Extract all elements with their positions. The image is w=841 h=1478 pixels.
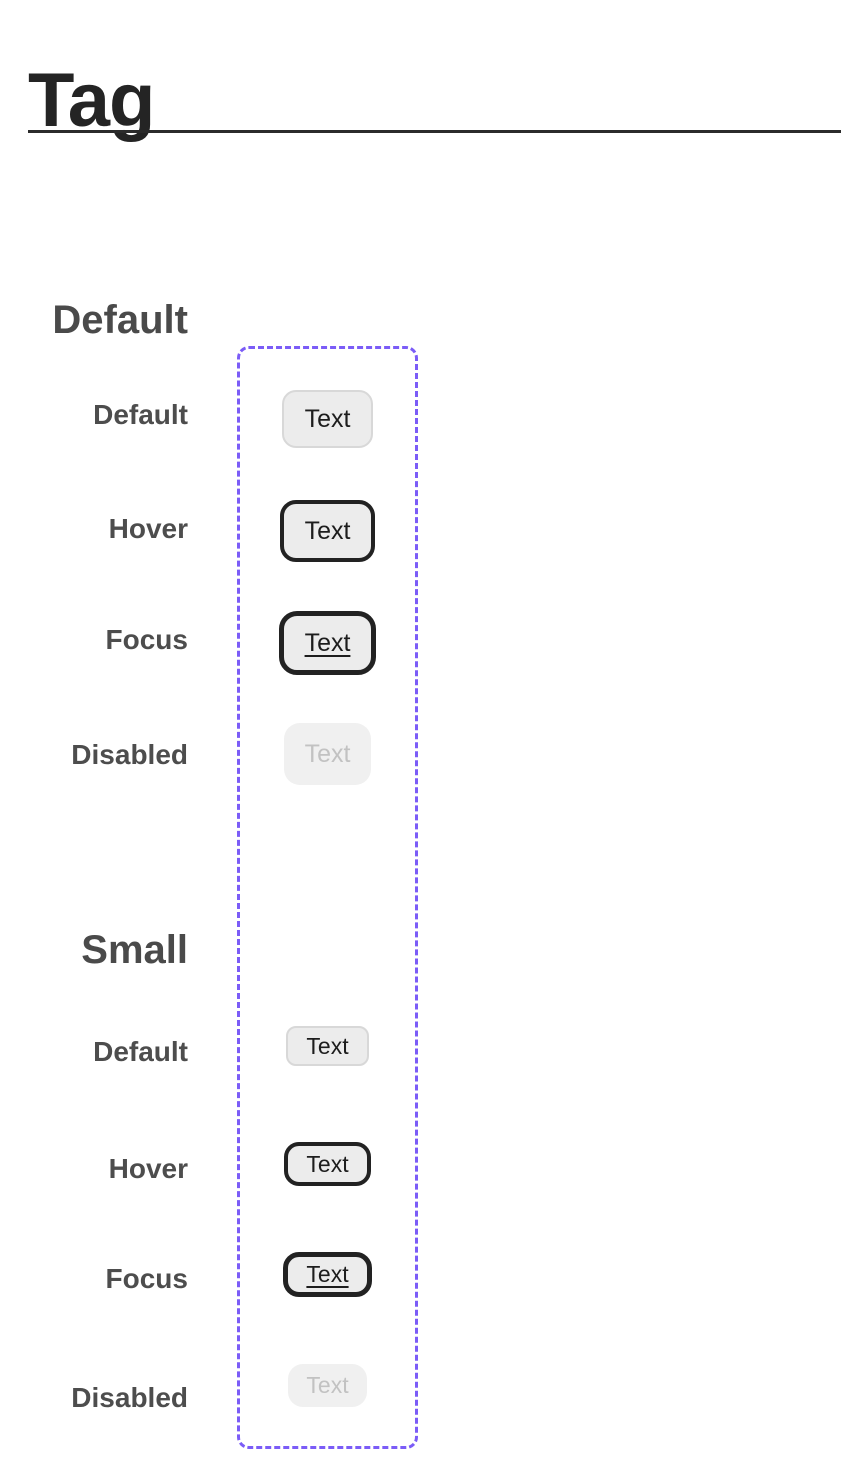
tag-default-default[interactable]: Text [281, 390, 374, 448]
tag-label: Text [304, 739, 351, 768]
tag-label: Text [304, 404, 351, 433]
row-label-small-default: Default [93, 1036, 188, 1067]
tag-slot: Text [237, 1252, 418, 1297]
tag-slot: Text [237, 1364, 418, 1407]
tag-small-disabled: Text [288, 1364, 367, 1407]
tag-label: Text [306, 1032, 349, 1059]
row-label-default-focus: Focus [105, 624, 188, 655]
tag-label: Text [306, 1261, 349, 1287]
tag-small-default[interactable]: Text [286, 1026, 369, 1066]
tag-label: Text [306, 1150, 349, 1177]
tag-label: Text [306, 1372, 349, 1398]
tag-default-disabled: Text [283, 723, 372, 785]
row-label-small-disabled: Disabled [71, 1382, 188, 1413]
tag-slot: Text [237, 611, 418, 675]
row-label-default-hover: Hover [108, 513, 188, 544]
title-divider [28, 130, 841, 133]
section-heading-small: Small [81, 928, 188, 972]
tag-slot: Text [237, 723, 418, 785]
section-heading-default: Default [52, 298, 188, 342]
tag-slot: Text [237, 500, 418, 562]
row-label-default-default: Default [93, 399, 188, 430]
pseudo-states-outline [237, 346, 418, 1449]
row-label-small-focus: Focus [105, 1263, 188, 1294]
tag-slot: Text [237, 1026, 418, 1066]
tag-label: Text [304, 516, 351, 545]
row-label-default-disabled: Disabled [71, 739, 188, 770]
tag-default-hover[interactable]: Text [279, 500, 376, 562]
row-label-small-hover: Hover [108, 1153, 188, 1184]
tag-slot: Text [237, 390, 418, 448]
tag-label: Text [304, 628, 351, 657]
page-title: Tag [28, 57, 155, 143]
tag-slot: Text [237, 1142, 418, 1186]
tag-default-focus[interactable]: Text [278, 611, 377, 675]
tag-small-hover[interactable]: Text [284, 1142, 371, 1186]
tag-small-focus[interactable]: Text [283, 1252, 372, 1297]
